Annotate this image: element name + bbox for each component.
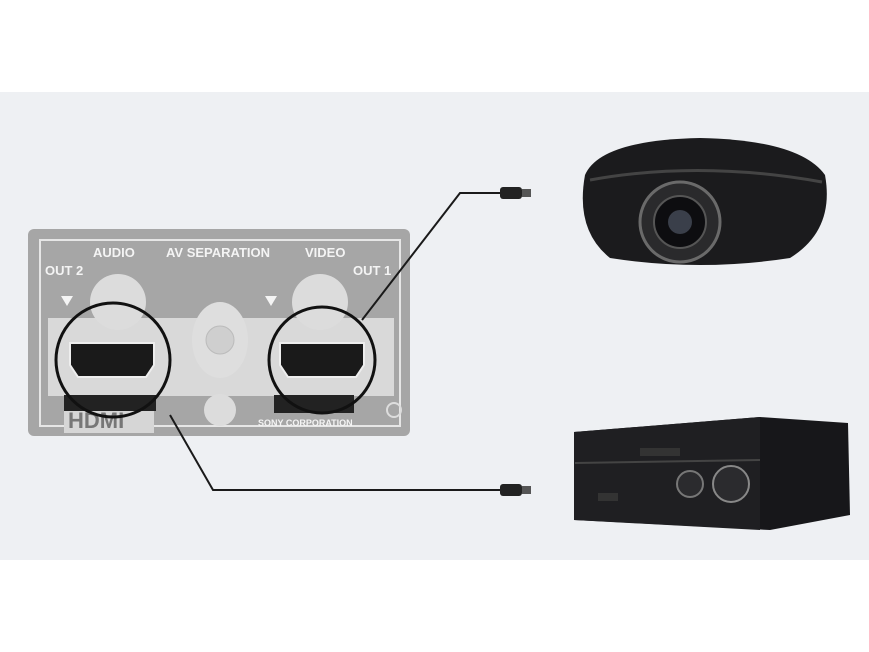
out1-label: OUT 1: [353, 263, 391, 278]
highlight-circle-out1: [267, 305, 377, 415]
down-arrow-icon: [61, 296, 73, 306]
hdmi-plug-icon: [500, 484, 522, 496]
highlight-circle-out2: [54, 301, 172, 419]
out2-label: OUT 2: [45, 263, 83, 278]
hdmi-logo: HDMI: [68, 408, 124, 433]
projector-image: [582, 138, 827, 265]
maker-label: SONY CORPORATION: [258, 418, 353, 428]
cable-to-projector: [361, 192, 502, 321]
hdmi-output-panel: AUDIO AV SEPARATION VIDEO OUT 2 OUT 1 HD…: [28, 229, 410, 436]
av-receiver-image: [574, 417, 850, 530]
cable-to-receiver: [169, 414, 502, 491]
hdmi-port-out1: [279, 342, 365, 378]
av-separation-label: AV SEPARATION: [166, 245, 270, 260]
screw-icon: [292, 274, 348, 330]
screw-icon: [204, 394, 236, 426]
hdmi-plug-icon: [500, 187, 522, 199]
down-arrow-icon: [265, 296, 277, 306]
audio-label: AUDIO: [93, 245, 135, 260]
video-label: VIDEO: [305, 245, 345, 260]
hdmi-port-out2: [69, 342, 155, 378]
